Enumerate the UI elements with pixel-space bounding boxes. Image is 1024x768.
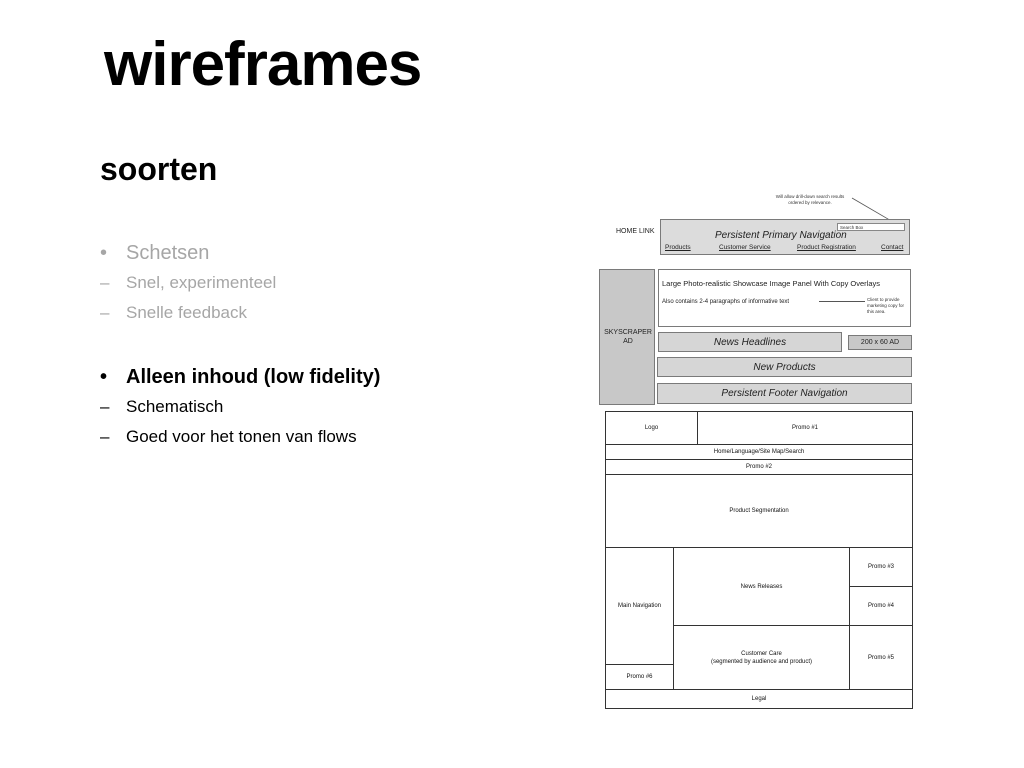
nav-link-contact: Contact — [881, 244, 904, 251]
legal-cell: Legal — [605, 689, 913, 709]
bullet-item-active: • Alleen inhoud (low fidelity) — [100, 362, 580, 392]
news-headlines-bar: News Headlines — [658, 332, 842, 352]
main-navigation-cell: Main Navigation — [605, 547, 674, 665]
sub-bullet-text: Goed voor het tonen van flows — [126, 427, 357, 446]
nav-link-products: Products — [665, 244, 691, 251]
sub-bullet-mark: – — [100, 303, 110, 322]
promo5-cell: Promo #5 — [849, 625, 913, 690]
skyscraper-ad-label: SKYSCRAPER AD — [604, 329, 652, 345]
bullet-mark: • — [100, 366, 108, 388]
sub-bullet-text: Snelle feedback — [126, 303, 247, 322]
wireframe-schematic: Logo Promo #1 Home/Language/Site Map/Sea… — [605, 411, 913, 709]
promo3-cell: Promo #3 — [849, 547, 913, 587]
promo2-cell: Promo #2 — [605, 459, 913, 475]
primary-navigation-title: Persistent Primary Navigation — [715, 230, 847, 241]
new-products-bar: New Products — [657, 357, 912, 377]
banner-ad-box: 200 x 60 AD — [848, 335, 912, 350]
promo4-cell: Promo #4 — [849, 586, 913, 626]
nav-link-product-registration: Product Registration — [797, 244, 856, 251]
customer-care-sublabel: (segmented by audience and product) — [710, 658, 813, 665]
footer-navigation-label: Persistent Footer Navigation — [721, 388, 848, 399]
sub-bullet-mark: – — [100, 273, 110, 292]
logo-cell: Logo — [605, 411, 698, 445]
sub-bullet-mark: – — [100, 427, 110, 446]
slide-subtitle: soorten — [100, 151, 218, 187]
promo1-cell: Promo #1 — [697, 411, 913, 445]
news-headlines-label: News Headlines — [713, 337, 787, 348]
promo6-cell: Promo #6 — [605, 664, 674, 690]
home-bar-cell: Home/Language/Site Map/Search — [605, 444, 913, 460]
bullet-list: • Schetsen – Snel, experimenteel – Snell… — [100, 238, 580, 452]
sub-bullet-mark: – — [100, 397, 110, 416]
new-products-label: New Products — [753, 362, 816, 373]
bullet-item: • Schetsen — [100, 238, 580, 268]
bullet-mark: • — [100, 242, 108, 264]
primary-navigation-box: Search Box Persistent Primary Navigation… — [660, 219, 910, 255]
sub-bullet-text: Snel, experimenteel — [126, 273, 277, 292]
search-box: Search Box — [837, 223, 905, 231]
nav-link-customer-service: Customer Service — [719, 244, 771, 251]
wireframe-homepage: Will allow drill-down search results ord… — [598, 190, 914, 408]
customer-care-label: Customer Care — [741, 650, 782, 657]
showcase-panel: Large Photo-realistic Showcase Image Pan… — [658, 269, 911, 327]
showcase-note: Client to provide marketing copy for thi… — [867, 297, 905, 314]
sub-bullet-item: – Snel, experimenteel — [100, 268, 580, 298]
customer-care-cell: Customer Care (segmented by audience and… — [673, 625, 850, 690]
bullet-text: Schetsen — [126, 242, 210, 264]
showcase-subtext: Also contains 2-4 paragraphs of informat… — [662, 299, 790, 305]
news-releases-cell: News Releases — [673, 547, 850, 626]
product-segmentation-cell: Product Segmentation — [605, 474, 913, 548]
home-link-label: HOME LINK — [616, 228, 655, 235]
sub-bullet-item: – Goed voor het tonen van flows — [100, 422, 580, 452]
skyscraper-ad-box: SKYSCRAPER AD — [599, 269, 655, 405]
footer-navigation-bar: Persistent Footer Navigation — [657, 383, 912, 404]
search-note: Will allow drill-down search results ord… — [775, 194, 845, 205]
sub-bullet-text: Schematisch — [126, 397, 224, 416]
sub-bullet-item: – Snelle feedback — [100, 298, 580, 328]
slide-title: wireframes — [104, 30, 422, 99]
showcase-pointer-line — [819, 301, 865, 302]
showcase-title: Large Photo-realistic Showcase Image Pan… — [662, 279, 881, 288]
banner-ad-label: 200 x 60 AD — [860, 339, 900, 346]
sub-bullet-item: – Schematisch — [100, 392, 580, 422]
bullet-text: Alleen inhoud (low fidelity) — [126, 366, 381, 388]
